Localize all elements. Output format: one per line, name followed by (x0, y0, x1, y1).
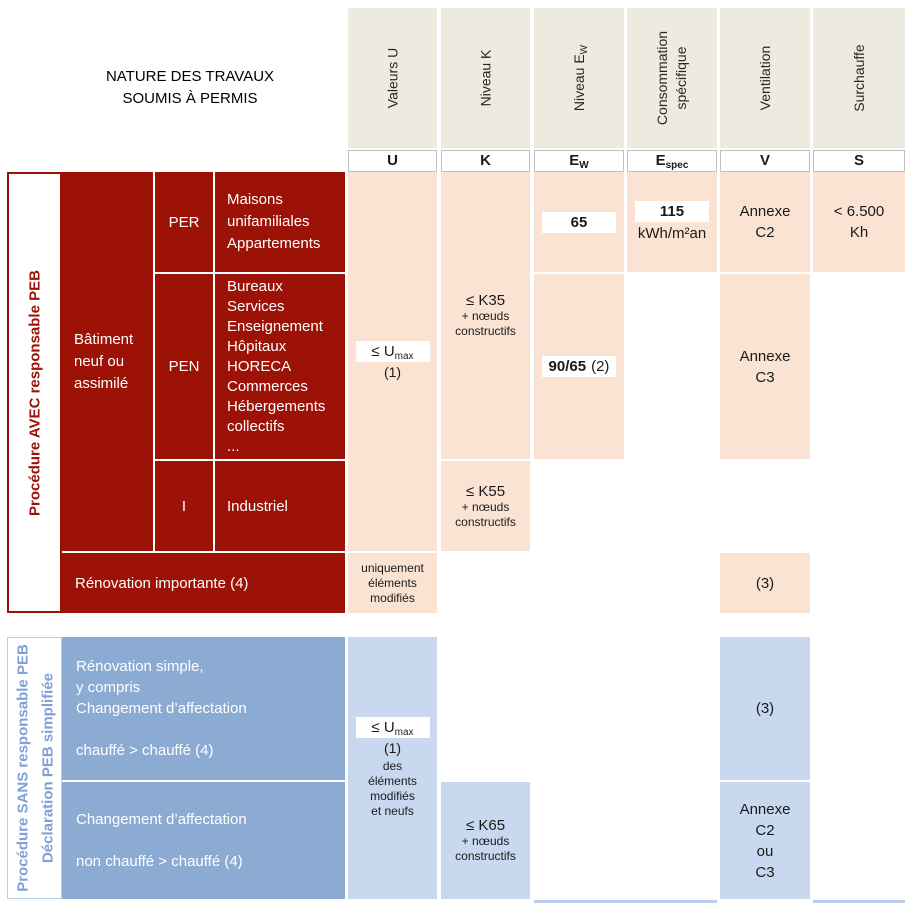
cell-k35: ≤ K35 + nœuds constructifs (441, 172, 530, 459)
row-code-per: PER (155, 172, 213, 272)
row-label-batiment-neuf: Bâtiment neuf ou assimilé (62, 172, 153, 551)
column-header-consommation: Consommation spécifique (627, 8, 717, 148)
column-header-niveau-k: Niveau K (441, 8, 530, 148)
column-header-valeurs-u: Valeurs U (348, 8, 437, 148)
cell-ventilation-pen: Annexe C3 (720, 274, 810, 459)
row-desc-pen: Bureaux Services Enseignement Hôpitaux H… (215, 274, 345, 459)
column-letter-ew: EW (534, 150, 624, 172)
column-header-label: Niveau EW (570, 44, 590, 112)
column-header-label: Valeurs U (384, 47, 400, 109)
row-label-renovation-importante: Rénovation importante (4) (62, 553, 345, 613)
cell-u-renovation: uniquement éléments modifiés (348, 553, 437, 613)
red-side-label: Procédure AVEC responsable PEB (26, 269, 43, 516)
row-desc-per: Maisons unifamiliales Appartements (215, 172, 345, 272)
cell-ventilation-per: Annexe C2 (720, 172, 810, 272)
cell-ew-pen: 90/65(2) (534, 274, 624, 459)
cell-surchauffe-per: < 6.500 Kh (813, 172, 905, 272)
blue-side-label: Procédure SANS responsable PEB Déclarati… (13, 644, 56, 892)
column-header-label: Surchauffe (850, 44, 867, 112)
cell-ventilation-blue-row1: (3) (720, 637, 810, 780)
column-header-surchauffe: Surchauffe (813, 8, 905, 148)
page-title: NATURE DES TRAVAUX SOUMIS À PERMIS (105, 68, 275, 107)
column-header-label: Ventilation (756, 45, 773, 111)
cell-ventilation-blue-row2: Annexe C2 ou C3 (720, 782, 810, 899)
cell-k65: ≤ K65 + nœuds constructifs (441, 782, 530, 899)
umax-box: ≤ Umax (355, 340, 430, 362)
cell-u-blue: ≤ Umax (1) des éléments modifiés et neuf… (348, 637, 437, 899)
column-header-label: Niveau K (477, 49, 493, 107)
column-header-label: Consommation spécifique (654, 30, 689, 126)
column-letter-k: K (441, 150, 530, 172)
table-bottom-border (534, 900, 717, 903)
row-label-changement-affectation: Changement d’affectation non chauffé > c… (62, 782, 345, 899)
row-code-pen: PEN (155, 274, 213, 459)
blue-side-label-box: Procédure SANS responsable PEB Déclarati… (7, 637, 62, 899)
cell-espec-per: 115 kWh/m²an (627, 172, 717, 272)
red-side-label-box: Procédure AVEC responsable PEB (7, 172, 62, 613)
row-code-i: I (155, 461, 213, 551)
column-letter-espec: Espec (627, 150, 717, 172)
column-header-niveau-ew: Niveau EW (534, 8, 624, 148)
cell-k55: ≤ K55 + nœuds constructifs (441, 461, 530, 551)
cell-ew-per: 65 (534, 172, 624, 272)
column-letter-v: V (720, 150, 810, 172)
column-letter-s: S (813, 150, 905, 172)
column-header-ventilation: Ventilation (720, 8, 810, 148)
row-label-renovation-simple: Rénovation simple, y compris Changement … (62, 637, 345, 780)
umax-box: ≤ Umax (355, 717, 430, 738)
table-bottom-border (813, 900, 905, 903)
cell-ventilation-renovation: (3) (720, 553, 810, 613)
column-letter-u: U (348, 150, 437, 172)
row-desc-industriel: Industriel (215, 461, 345, 551)
cell-u-new-buildings: ≤ Umax (1) (348, 172, 437, 551)
